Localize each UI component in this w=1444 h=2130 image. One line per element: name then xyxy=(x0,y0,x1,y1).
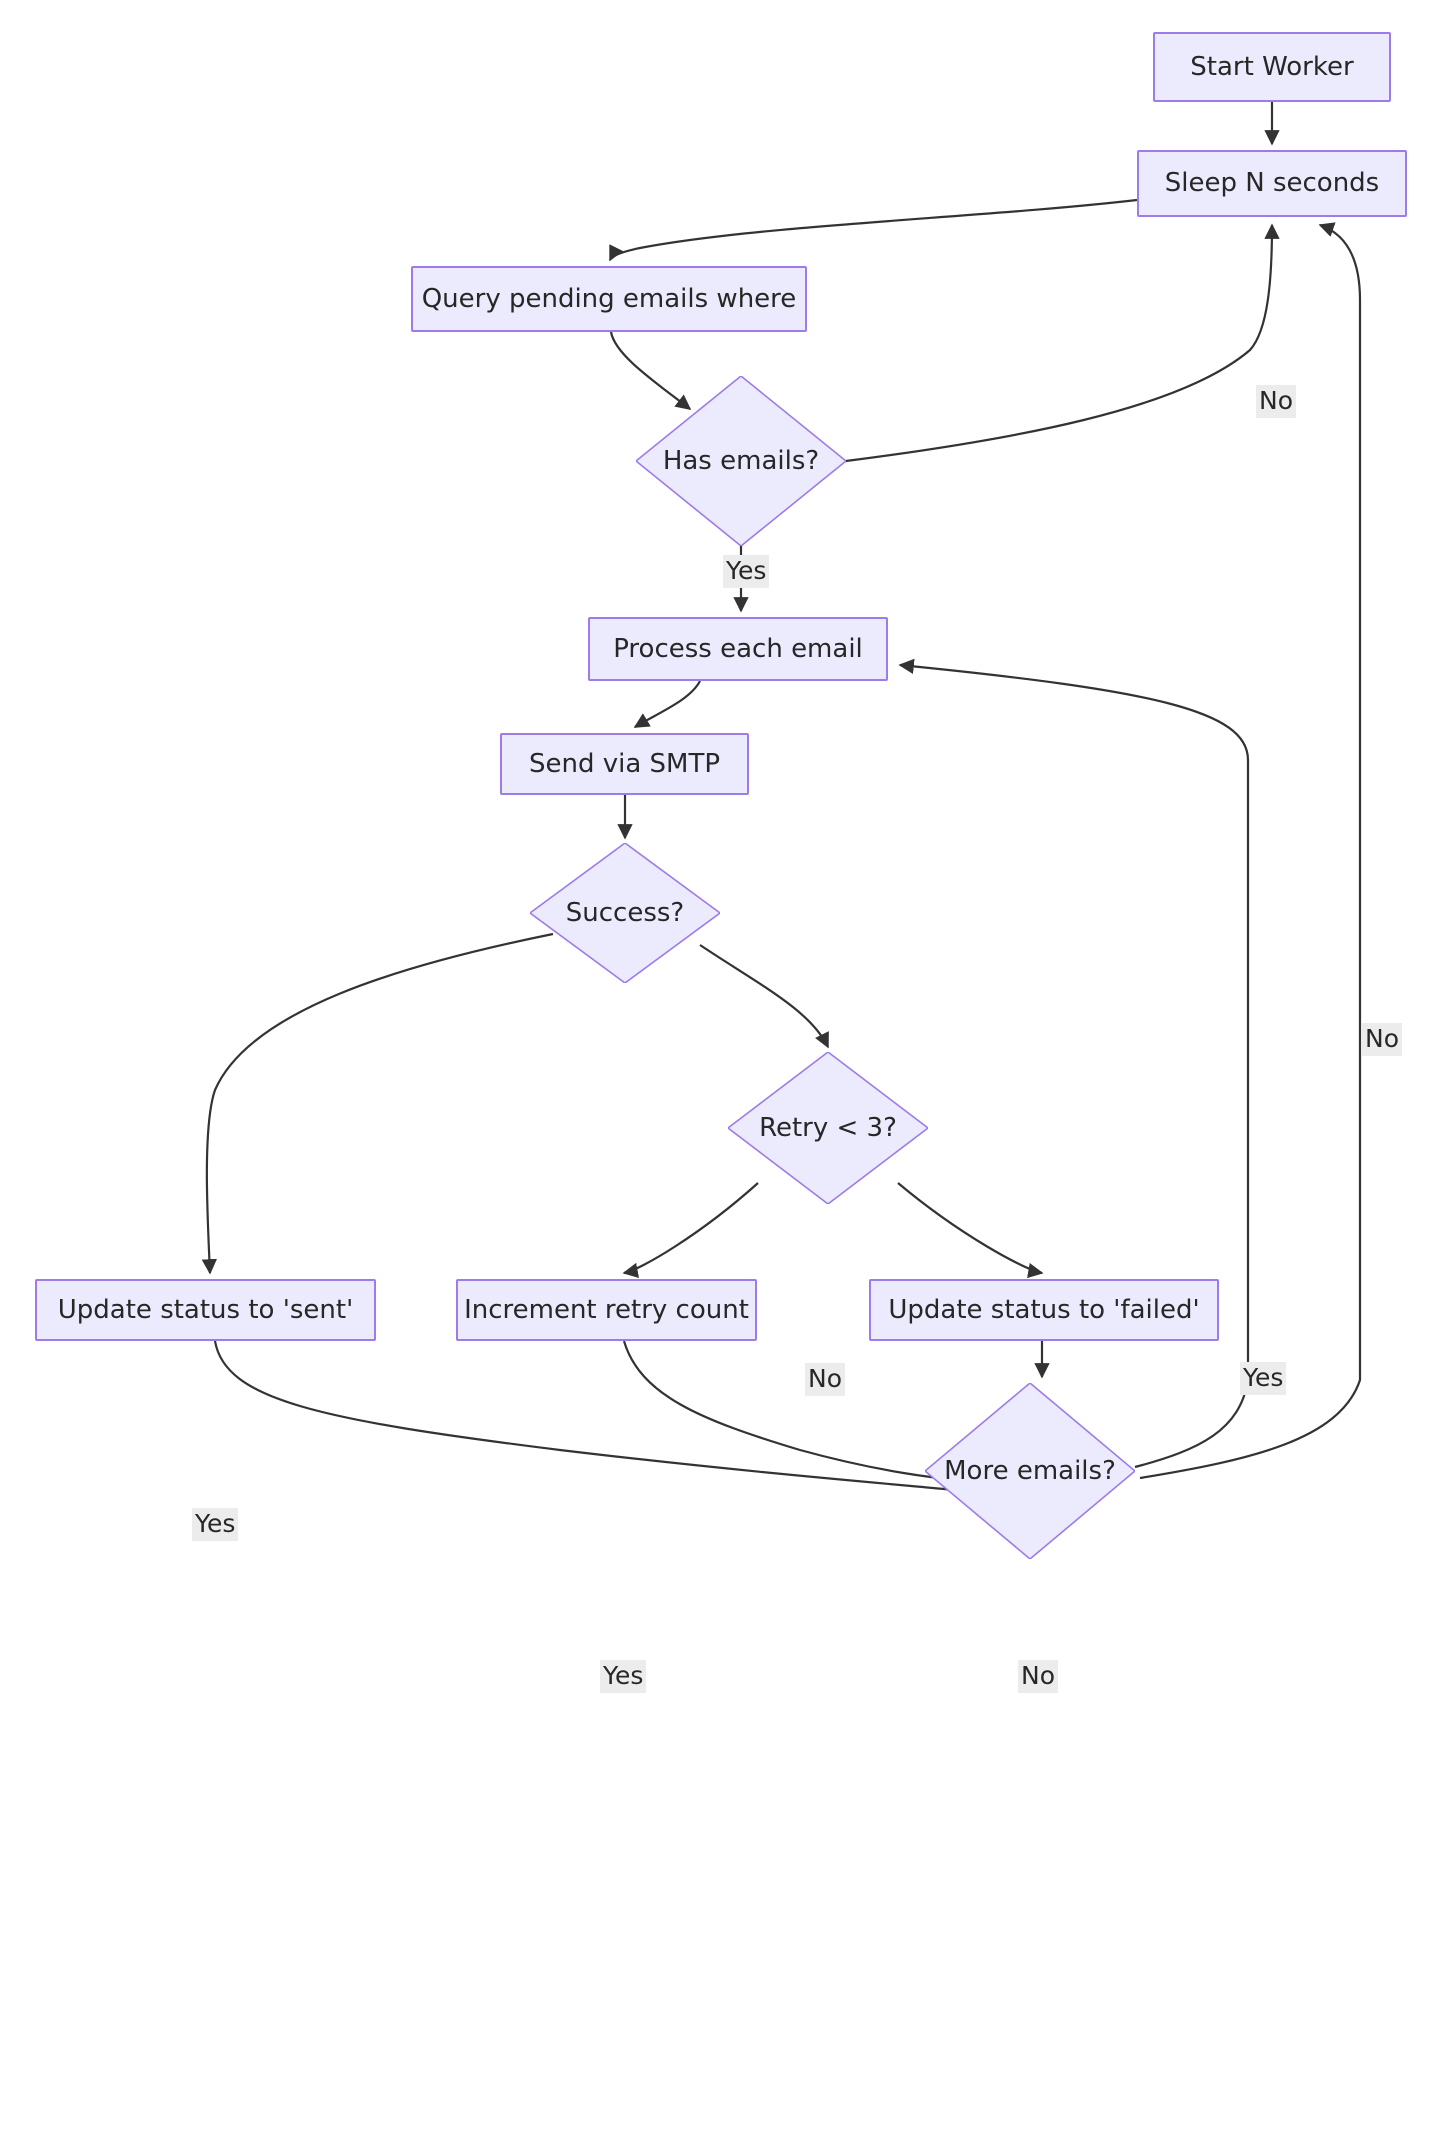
diamond-shape-has-emails xyxy=(636,376,846,546)
node-label-send-via-smtp: Send via SMTP xyxy=(528,749,721,779)
node-start-worker[interactable]: Start Worker xyxy=(1153,32,1391,102)
node-increment-retry-count[interactable]: Increment retry count xyxy=(456,1279,757,1341)
edge-process-to-smtp xyxy=(633,680,701,728)
node-process-each-email[interactable]: Process each email xyxy=(588,617,888,681)
edge-retry-to-failed xyxy=(897,1182,1044,1279)
node-label-increment-retry-count: Increment retry count xyxy=(464,1295,749,1325)
edge-label-has-emails-yes: Yes xyxy=(723,555,770,588)
edge-label-has-emails-no: No xyxy=(1256,385,1296,418)
node-label-update-status-sent: Update status to 'sent' xyxy=(57,1295,354,1325)
diamond-shape-success xyxy=(530,843,720,983)
diamond-shape-retry-lt-3 xyxy=(728,1052,928,1204)
diamond-shape-more-emails xyxy=(925,1383,1135,1559)
edge-query-to-has-emails xyxy=(609,331,692,410)
edge-sleep-to-query xyxy=(609,198,1138,262)
edge-retry-to-increment xyxy=(622,1182,759,1278)
node-label-more-emails: More emails? xyxy=(944,1456,1116,1486)
node-sleep-n-seconds[interactable]: Sleep N seconds xyxy=(1137,150,1407,217)
node-label-start-worker: Start Worker xyxy=(1190,52,1354,82)
node-has-emails[interactable]: Has emails? xyxy=(636,376,846,546)
node-retry-lt-3[interactable]: Retry < 3? xyxy=(728,1052,928,1204)
edge-more-to-sleep xyxy=(1139,222,1362,1480)
edge-sent-to-more xyxy=(213,1340,977,1499)
node-more-emails[interactable]: More emails? xyxy=(925,1383,1135,1559)
edge-label-success-no: No xyxy=(805,1363,845,1396)
node-label-has-emails: Has emails? xyxy=(662,446,820,476)
edge-label-success-yes: Yes xyxy=(192,1508,239,1541)
node-label-query-pending-emails: Query pending emails where xyxy=(421,284,797,314)
node-label-process-each-email: Process each email xyxy=(613,634,863,664)
node-label-success: Success? xyxy=(565,898,685,928)
edge-increment-to-more xyxy=(622,1340,967,1488)
node-send-via-smtp[interactable]: Send via SMTP xyxy=(500,733,749,795)
edge-success-to-retry xyxy=(699,944,829,1049)
node-label-retry-lt-3: Retry < 3? xyxy=(759,1113,897,1143)
edge-more-to-process xyxy=(898,658,1250,1469)
edge-has-emails-to-sleep xyxy=(845,223,1280,463)
node-query-pending-emails[interactable]: Query pending emails where xyxy=(411,266,807,332)
node-update-status-failed[interactable]: Update status to 'failed' xyxy=(869,1279,1219,1341)
edge-label-retry-no: No xyxy=(1018,1660,1058,1693)
node-label-sleep-n-seconds: Sleep N seconds xyxy=(1164,169,1380,198)
edge-success-to-sent xyxy=(201,932,554,1275)
edge-label-more-yes: Yes xyxy=(1240,1362,1287,1395)
node-update-status-sent[interactable]: Update status to 'sent' xyxy=(35,1279,376,1341)
edge-label-retry-yes: Yes xyxy=(600,1660,647,1693)
node-success[interactable]: Success? xyxy=(530,843,720,983)
node-label-update-status-failed: Update status to 'failed' xyxy=(888,1295,1200,1325)
edge-label-more-no: No xyxy=(1362,1023,1402,1056)
